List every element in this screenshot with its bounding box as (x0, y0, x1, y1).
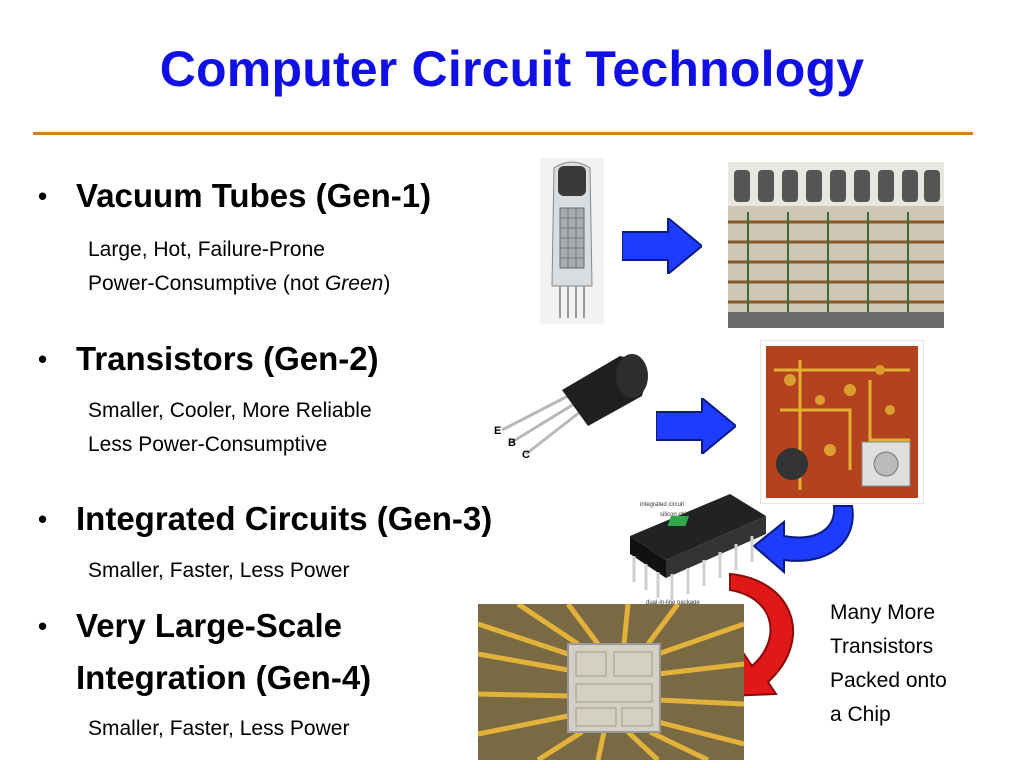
lead-label-c: C (522, 449, 530, 461)
chip-label-bottom: dual-in-line package (646, 600, 700, 606)
caption-line: Many More (830, 601, 936, 624)
bullet-vacuum-tubes: • Vacuum Tubes (Gen-1) (38, 170, 431, 222)
integrated-circuit-image: integrated circuit silicon chip dual-in-… (610, 486, 770, 606)
bullet-heading: Integrated Circuits (Gen-3) (76, 500, 493, 537)
lead-label-b: B (508, 437, 516, 449)
bullet-heading-vlsi: Very Large-Scale Integration (Gen-4) (76, 600, 371, 704)
chip-label-package: integrated circuit (640, 502, 684, 508)
blue-right-arrow-icon (622, 218, 702, 274)
bullet-heading: Integration (Gen-4) (76, 659, 372, 696)
bullet-vlsi: • Very Large-Scale Integration (Gen-4) (38, 600, 371, 704)
bullet-dot: • (38, 504, 48, 534)
detail-text: Power-Consumptive (not (88, 272, 325, 295)
caption-line: Packed onto (830, 669, 947, 692)
transistors-details: Smaller, Cooler, More Reliable Less Powe… (88, 394, 372, 462)
detail-line: Smaller, Faster, Less Power (88, 717, 350, 740)
bullet-heading: Very Large-Scale (76, 607, 342, 644)
caption-line: Transistors (830, 635, 934, 658)
vlsi-chip-image (478, 604, 744, 760)
detail-line: Less Power-Consumptive (88, 433, 328, 456)
detail-line-green: Power-Consumptive (not Green) (88, 267, 390, 301)
bullet-heading: Vacuum Tubes (Gen-1) (76, 177, 432, 214)
vacuum-tube-image (540, 158, 604, 324)
blue-right-arrow-icon (656, 398, 736, 454)
transistor-circuit-board-image (760, 340, 924, 504)
integrated-circuits-details: Smaller, Faster, Less Power (88, 554, 349, 588)
curved-blue-arrow-icon (748, 502, 862, 574)
bullet-integrated-circuits: • Integrated Circuits (Gen-3) (38, 493, 492, 545)
detail-tail: ) (383, 272, 391, 295)
chip-caption: Many More Transistors Packed onto a Chip (830, 596, 1000, 732)
slide-title: Computer Circuit Technology (159, 41, 865, 97)
vlsi-details: Smaller, Faster, Less Power (88, 712, 349, 746)
bullet-dot: • (38, 611, 48, 641)
vacuum-tubes-details: Large, Hot, Failure-Prone Power-Consumpt… (88, 233, 390, 301)
caption-line: a Chip (830, 703, 891, 726)
bullet-dot: • (38, 344, 48, 374)
detail-line: Large, Hot, Failure-Prone (88, 238, 325, 261)
detail-line: Smaller, Cooler, More Reliable (88, 399, 372, 422)
tube-circuit-board-image (728, 162, 944, 328)
detail-line: Smaller, Faster, Less Power (88, 559, 350, 582)
chip-label-silicon: silicon chip (660, 512, 690, 518)
detail-emphasis: Green (324, 272, 384, 295)
lead-label-e: E (494, 425, 501, 437)
title-divider (33, 132, 973, 135)
bullet-dot: • (38, 181, 48, 211)
bullet-heading: Transistors (Gen-2) (76, 340, 379, 377)
bullet-transistors: • Transistors (Gen-2) (38, 333, 379, 385)
curved-red-arrow-icon (724, 570, 808, 710)
transistor-image: E B C (492, 350, 662, 462)
